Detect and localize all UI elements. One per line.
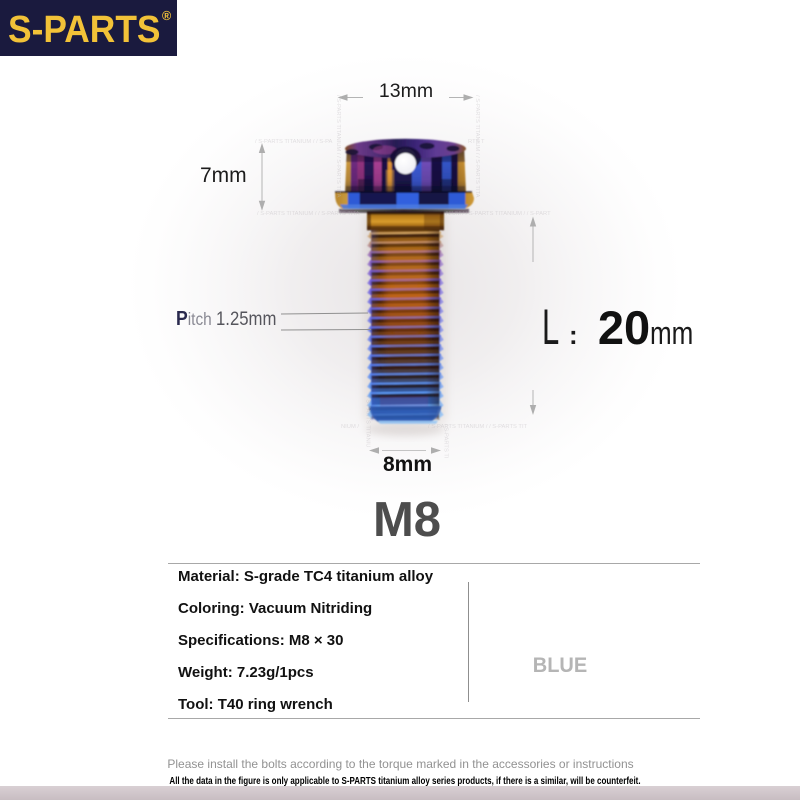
svg-text:/ S-PARTS TITANIUM / / S-PARTS: / S-PARTS TITANIUM / / S-PARTS TITA (474, 95, 480, 198)
svg-text:NIUM / / S-PARTS TITANIUM / /: NIUM / / S-PARTS TITANIUM / / S-PART (446, 211, 551, 217)
svg-text:/ S-PARTS TITANIUM / / S-PARTS: / S-PARTS TITANIUM / / S-PARTS TIT (428, 424, 528, 430)
svg-text:/ S-PARTS TITANIUM / / S-PA: / S-PARTS TITANIUM / / S-PA (255, 139, 333, 145)
svg-text:NIUM /: NIUM / (341, 424, 359, 430)
svg-text:/ S-PARTS TITANIUM / / S-PARTS: / S-PARTS TITANIUM / / S-PARTS TITA (257, 211, 360, 217)
svg-text:RTS T: RTS T (468, 139, 485, 145)
svg-text:/ S-PARTS TITANIU: / S-PARTS TITANIU (365, 396, 371, 447)
svg-text:/ S-PARTS TITANIUM / / S-PARTS: / S-PARTS TITANIUM / / S-PARTS TITA (335, 95, 341, 198)
svg-text:/ S-PARTS TI: / S-PARTS TI (443, 424, 449, 459)
